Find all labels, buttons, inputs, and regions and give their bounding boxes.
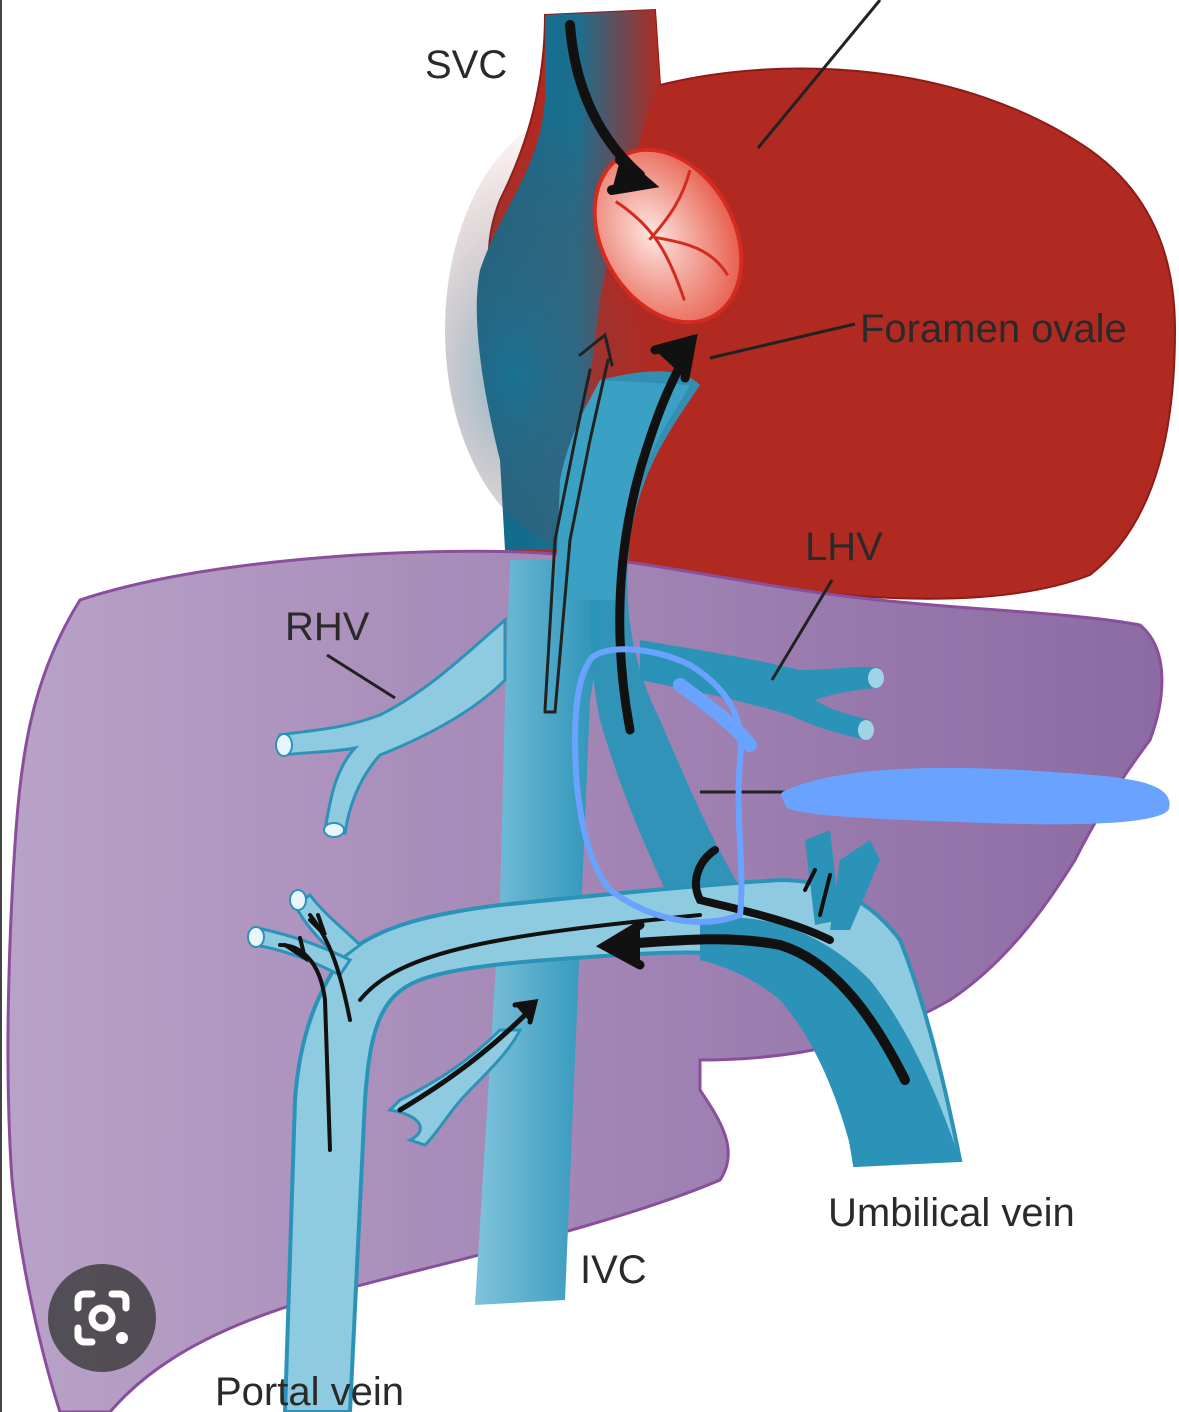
- visual-search-icon: [74, 1290, 130, 1346]
- left-hepatic-vein: [640, 640, 884, 740]
- label-ivc: IVC: [580, 1248, 647, 1292]
- label-umbilical-vein: Umbilical vein: [828, 1191, 1075, 1235]
- portal-vein-system: [247, 877, 963, 1412]
- label-rhv: RHV: [285, 605, 370, 649]
- label-svc: SVC: [425, 43, 507, 87]
- ivc-upper: [555, 380, 690, 600]
- label-foramen-ovale: Foramen ovale: [860, 307, 1127, 351]
- hand-drawn-highlight: [572, 646, 1170, 925]
- umbilical-vein: [700, 917, 960, 1165]
- umbilical-branches: [805, 830, 880, 930]
- flow-arrows: [278, 20, 910, 1152]
- right-hepatic-vein: [275, 616, 507, 838]
- label-lhv: LHV: [805, 525, 883, 569]
- visual-search-button[interactable]: [48, 1264, 156, 1372]
- label-portal-vein: Portal vein: [215, 1370, 404, 1412]
